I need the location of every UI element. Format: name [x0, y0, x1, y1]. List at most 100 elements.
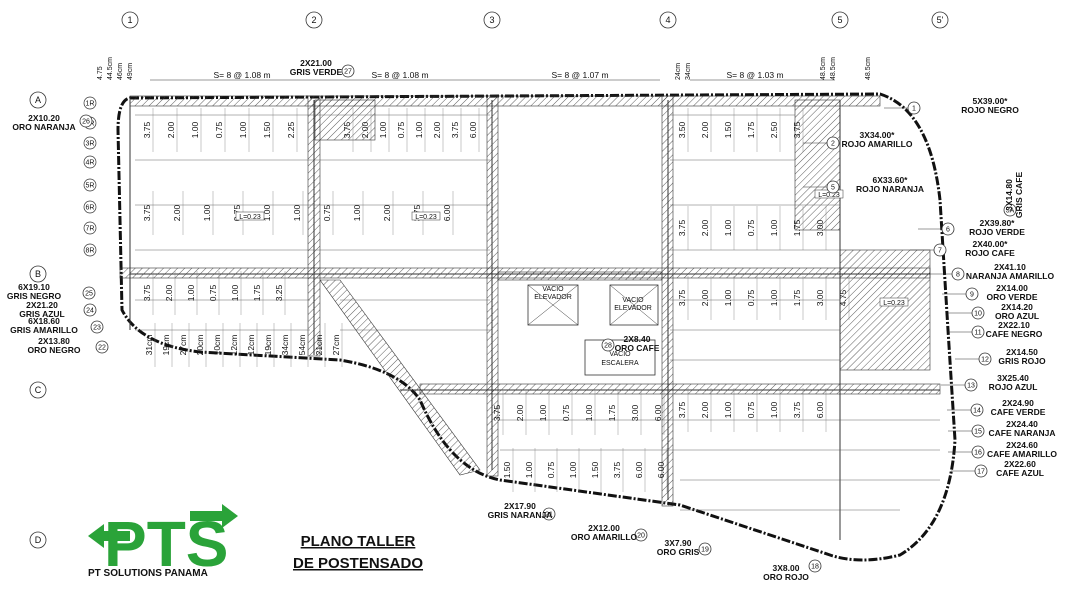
tendon-value: 1.50: [262, 121, 272, 138]
row-mark-label: 8R: [86, 248, 95, 255]
row-mark: 1R: [83, 96, 97, 110]
cable-number-bubble: [79, 114, 93, 128]
tendon-value: 1.75: [607, 404, 617, 421]
cable-number-bubble: [808, 559, 822, 573]
tendon-value: 3.50: [677, 121, 687, 138]
cable-color: ROJO NEGRO: [961, 105, 1019, 115]
cable-number: 5A: [1006, 208, 1015, 215]
cable-color: GRIS NEGRO: [7, 291, 62, 301]
tendon-value: 1.00: [190, 121, 200, 138]
cable-color: ROJO AZUL: [989, 382, 1038, 392]
cable-number-bubble: [698, 542, 712, 556]
cable-color: ROJO CAFE: [965, 248, 1015, 258]
tendon-value: 21cm: [314, 335, 324, 356]
tendon-value: 1.50: [590, 461, 600, 478]
tendon-value: 3.75: [142, 284, 152, 301]
tendon-value: 0.75: [322, 204, 332, 221]
cable-number-bubble: [634, 528, 648, 542]
tendon-grid: [135, 114, 940, 511]
tendon-value: 0.75: [396, 121, 406, 138]
tendon-value: 1.00: [769, 219, 779, 236]
cable-color: ROJO VERDE: [969, 227, 1025, 237]
tendon-value: 2.00: [700, 401, 710, 418]
cable-spec: 6X33.60*: [873, 175, 909, 185]
svg-text:B: B: [35, 269, 41, 279]
tendon-value: 2.00: [700, 219, 710, 236]
tendon-value: 2.00: [360, 121, 370, 138]
cable-color: GRIS NARANJA: [488, 510, 553, 520]
tendon-value: 12cm: [229, 335, 239, 356]
cable-color: GRIS VERDE: [290, 67, 343, 77]
svg-text:L=0.23: L=0.23: [415, 214, 437, 221]
grid-column-3: 3: [483, 11, 501, 29]
tendon-value: 6.00: [634, 461, 644, 478]
tendon-value: 1.00: [352, 204, 362, 221]
tendon-value: 1.75: [792, 289, 802, 306]
tendon-value: 20cm: [195, 335, 205, 356]
row-mark-label: 5R: [86, 183, 95, 190]
cable-color: ORO NARANJA: [12, 122, 75, 132]
svg-text:L=0.23: L=0.23: [818, 192, 840, 199]
cable-spec: 3X7.90: [665, 538, 692, 548]
tendon-value: 2.00: [700, 121, 710, 138]
tendon-value: 10cm: [212, 335, 222, 356]
tendon-value: 2.00: [432, 121, 442, 138]
tendon-value: 3.75: [142, 121, 152, 138]
svg-text:1: 1: [127, 15, 132, 25]
cable-number: 18: [811, 564, 819, 571]
cable-number: 23: [93, 325, 101, 332]
cable-spec: 2X13.80: [38, 336, 70, 346]
tendon-value: 1.00: [378, 121, 388, 138]
cable-spec: 2X21.00: [300, 58, 332, 68]
stamps: L=0.23 L=0.23 L=0.23 L=0.23: [235, 189, 909, 307]
cable-spec: 2X8.40: [624, 334, 651, 344]
cable-number: 1: [912, 106, 916, 113]
top-dimension: 48.5cm: [865, 57, 872, 80]
plan-title-line2: DE POSTENSADO: [293, 555, 423, 572]
tendon-value: 3.75: [792, 121, 802, 138]
top-dimension: 46cm: [117, 63, 124, 80]
cable-number-bubble: [83, 303, 97, 317]
cable-number: 16: [974, 450, 982, 457]
stair-opening: VACIO ESCALERA: [584, 339, 656, 376]
tendon-value: 2.50: [769, 121, 779, 138]
company-logo: PTS PT SOLUTIONS PANAMA: [88, 504, 238, 580]
grid-column-4: 4: [659, 11, 677, 29]
svg-text:VACIO: VACIO: [622, 297, 644, 304]
cable-spec: 2X41.10: [994, 262, 1026, 272]
cable-spec: 3X25.40: [997, 373, 1029, 383]
cable-number: 15: [974, 429, 982, 436]
cable-number: 27: [344, 69, 352, 76]
row-mark: 7R: [83, 221, 97, 235]
cable-number-bubble: [1003, 203, 1017, 217]
cable-color: CAFE AZUL: [996, 468, 1044, 478]
stamp: L=0.23: [879, 297, 909, 307]
tendon-value: 3.75: [792, 401, 802, 418]
tendon-value: 27cm: [178, 335, 188, 356]
cable-spec: 2X24.60: [1006, 440, 1038, 450]
cable-spec: 2X40.00*: [973, 239, 1009, 249]
cable-color: ORO NEGRO: [28, 345, 81, 355]
cable-spec: 2X14.00: [996, 283, 1028, 293]
svg-text:C: C: [35, 385, 42, 395]
grid-column-5prime: 5': [931, 11, 949, 29]
top-dimension: 44.5cm: [107, 57, 114, 80]
tendon-value: 0.75: [561, 404, 571, 421]
top-dimension: 4.75: [97, 66, 104, 80]
